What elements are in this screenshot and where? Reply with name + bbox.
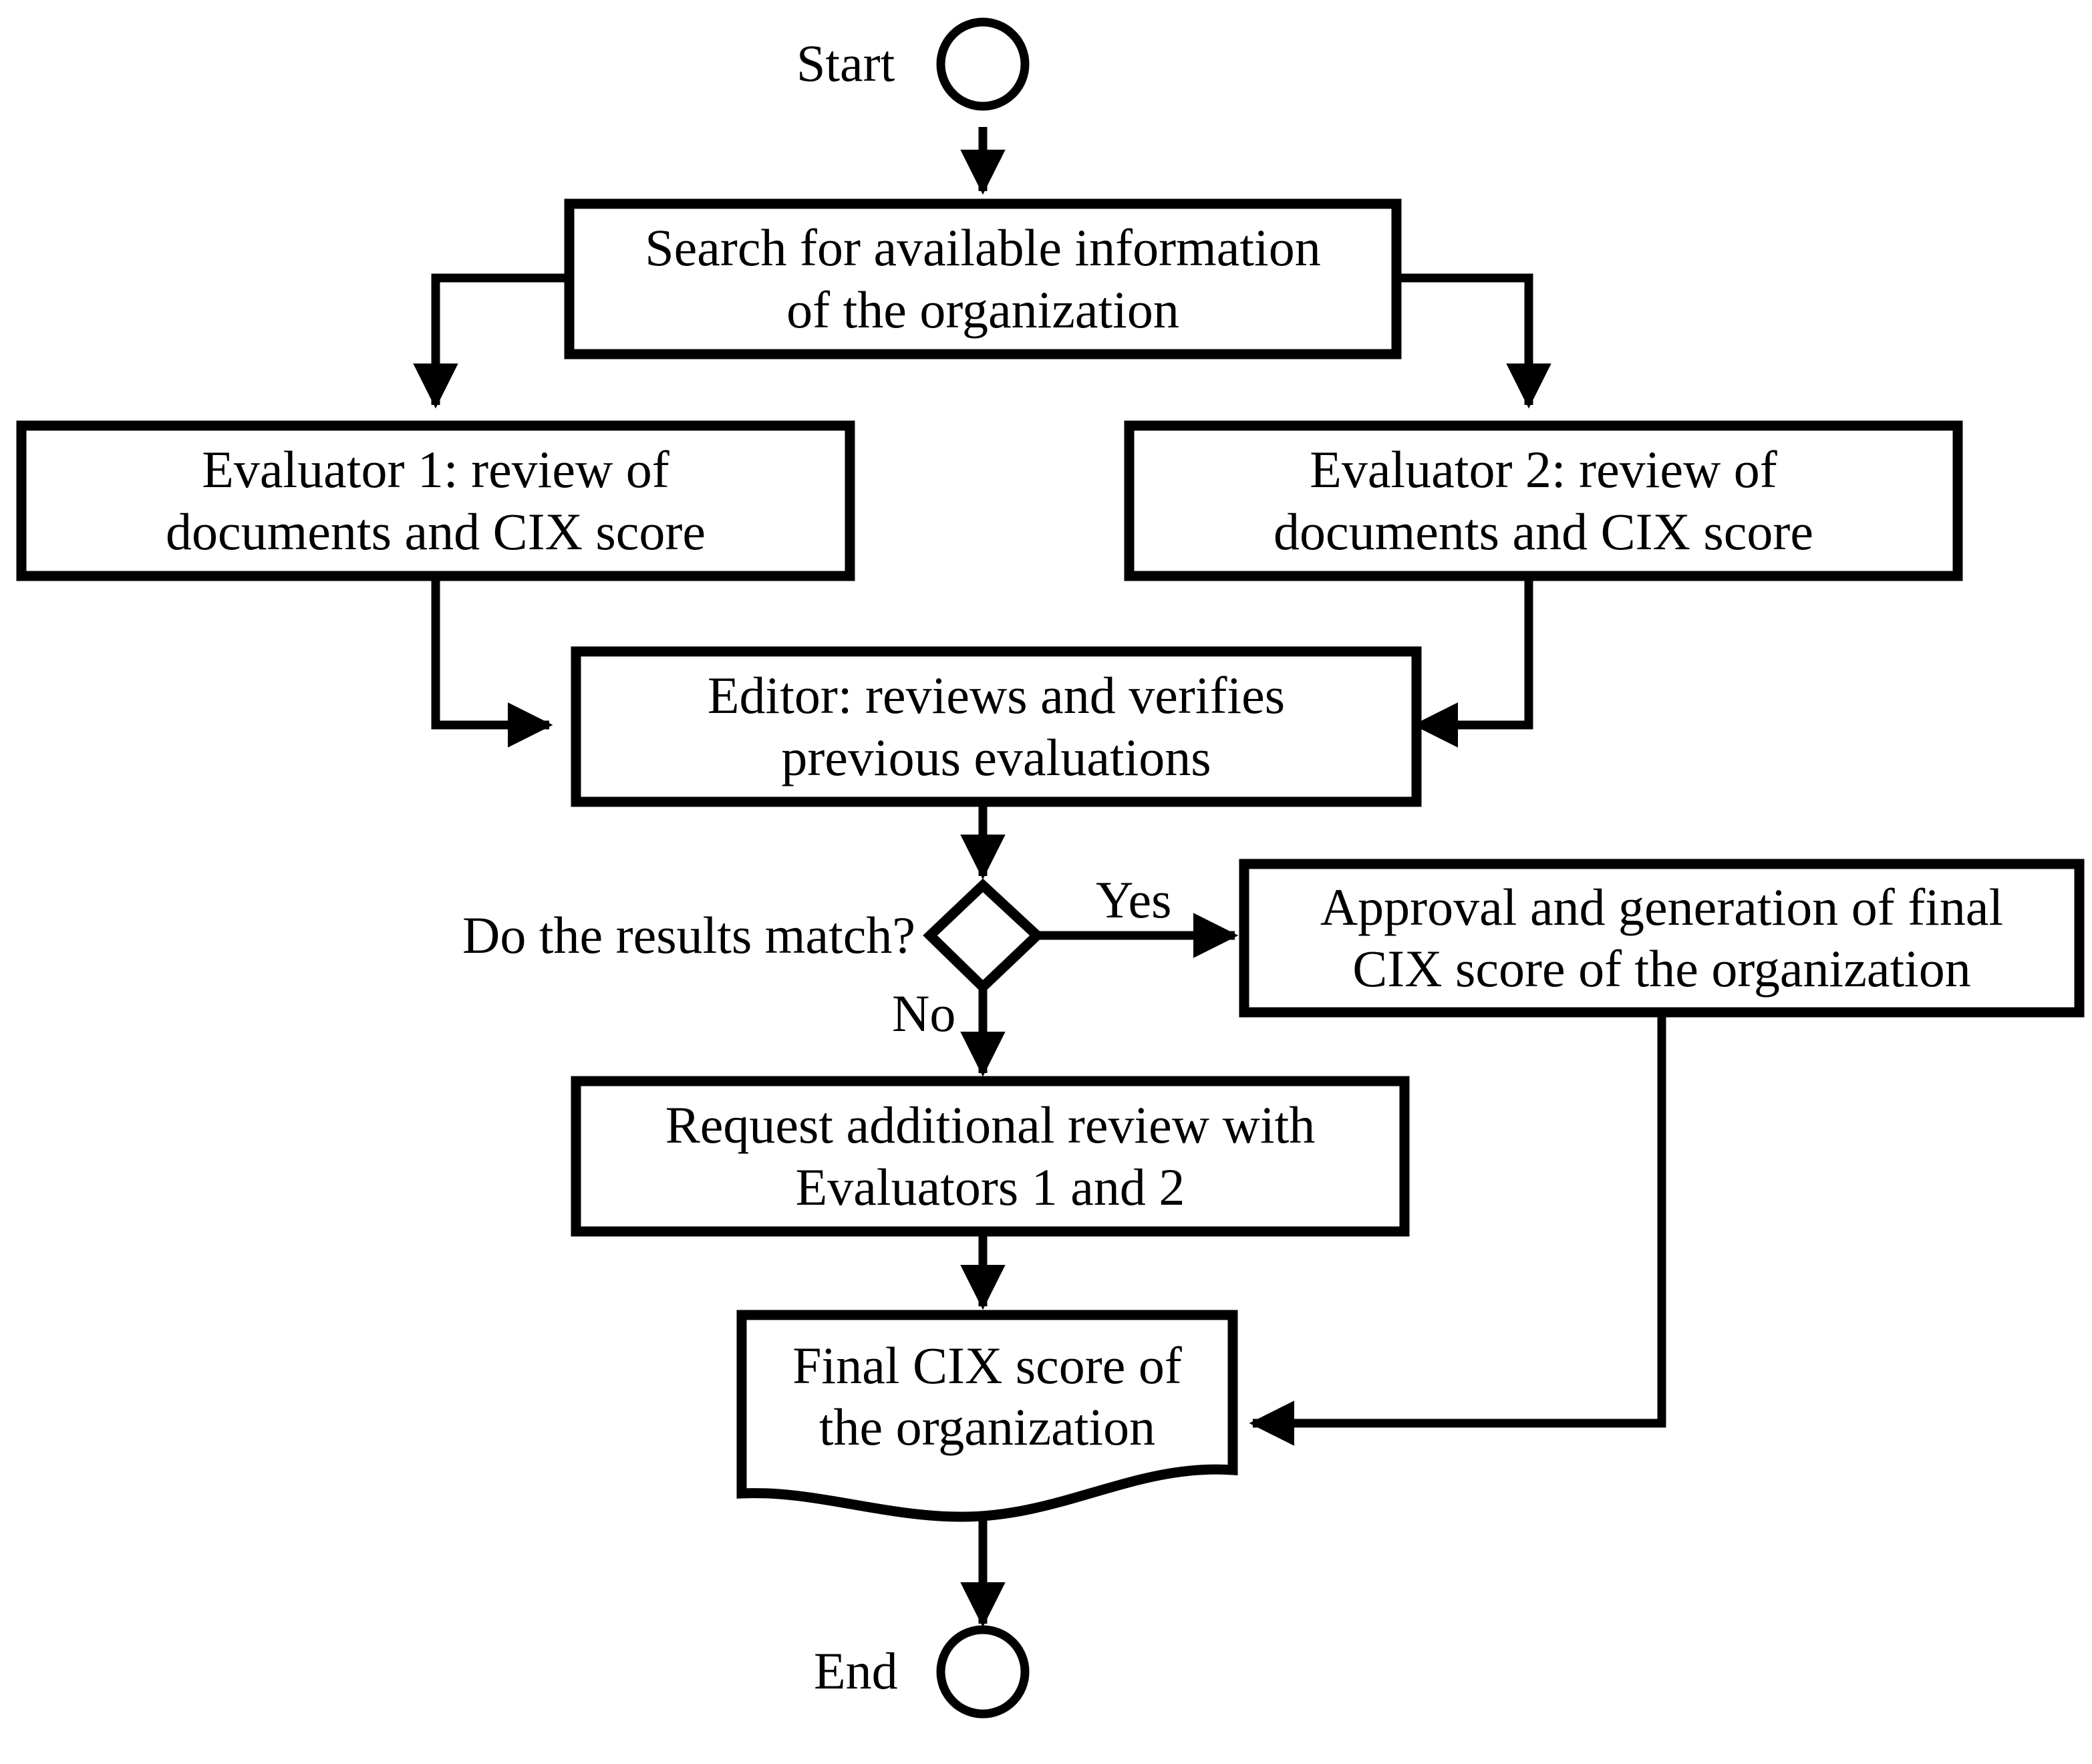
evaluator2-process-box [1124,420,1963,581]
evaluator1-process-box [16,420,855,581]
connector-search-to-evaluator2 [1396,273,1551,409]
start-terminator-circle [936,17,1030,111]
final-document-shape [736,1310,1238,1522]
edge-label-no: No [892,984,956,1042]
search-process-box [564,198,1402,359]
connector-search-to-evaluator1 [413,273,569,409]
connector-evaluator1-to-editor [431,576,553,748]
connector-approval-to-final [1249,1012,1666,1446]
connector-evaluator2-to-editor [1412,576,1533,748]
start-label: Start [796,34,895,92]
end-terminator-circle [936,1625,1030,1719]
request-review-process-box [571,1076,1410,1237]
end-label: End [814,1642,898,1700]
editor-process-box [571,646,1422,807]
edge-label-yes: Yes [1096,871,1172,929]
approval-process-box [1239,859,2085,1018]
decision-diamond [923,878,1044,994]
